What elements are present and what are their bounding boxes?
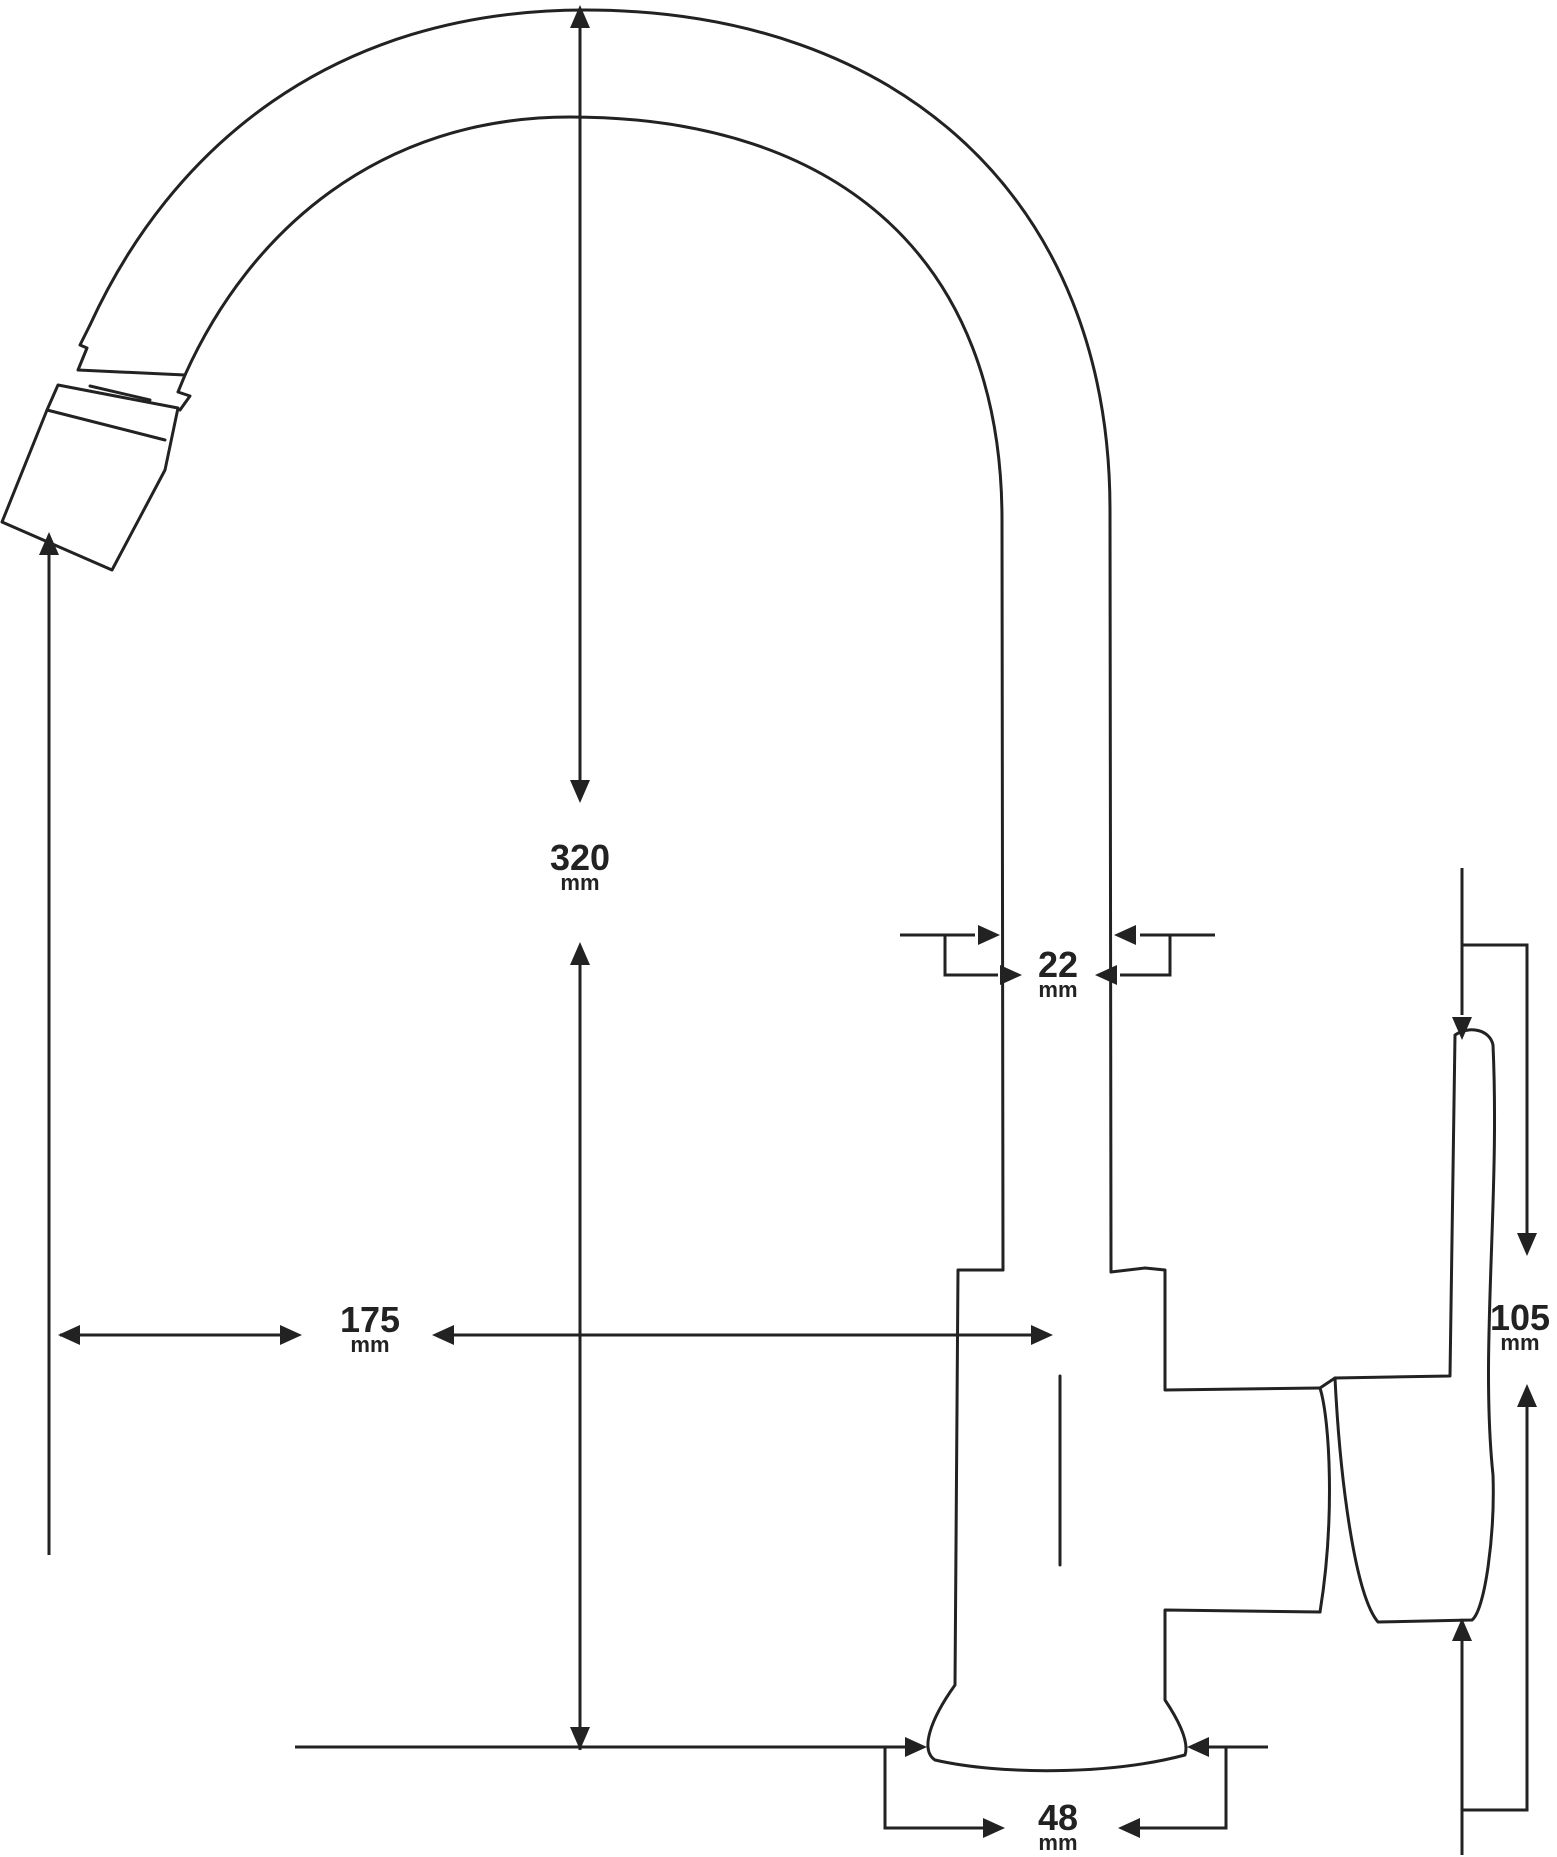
dimension-value: 48 [1037,1797,1079,1838]
dimension-label-reach: 175 mm [340,1302,400,1356]
dimension-label-height: 320 mm [550,840,610,894]
dimension-label-base-diameter: 48 mm [1038,1800,1078,1854]
dimension-value: 22 [1037,944,1079,985]
dimension-unit: mm [560,870,600,895]
dimension-unit: mm [350,1332,390,1357]
dimension-label-handle-height: 105 mm [1490,1300,1550,1354]
dimension-value: 320 [549,837,611,878]
dimension-unit: mm [1500,1330,1540,1355]
dimension-label-pipe-diameter: 22 mm [1038,947,1078,1001]
dimension-unit: mm [1038,977,1078,1002]
dimension-value: 175 [339,1299,401,1340]
faucet-outline [0,8,1497,1773]
dimension-value: 105 [1489,1297,1551,1338]
dimension-unit: mm [1038,1830,1078,1855]
dimension-lines [39,5,1537,1855]
